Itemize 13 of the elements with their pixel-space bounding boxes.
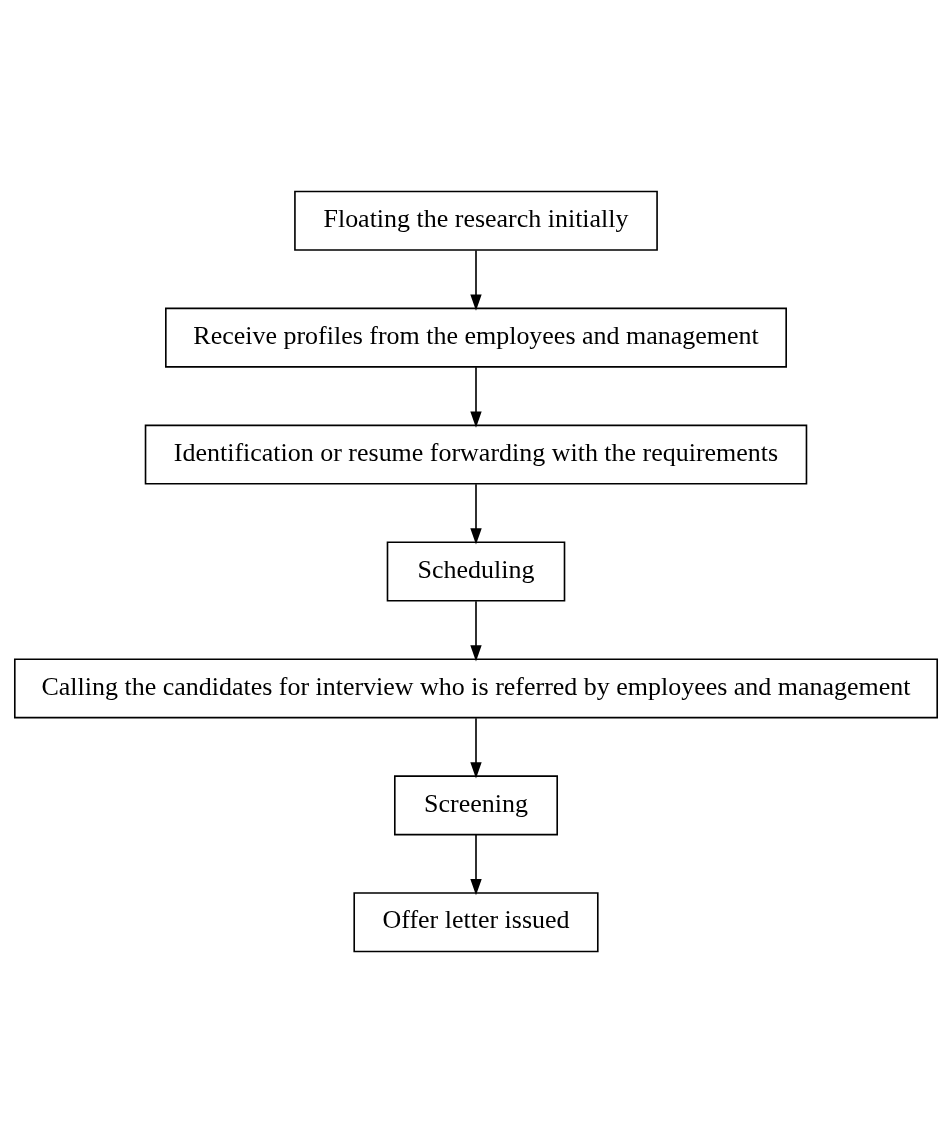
node-box: Calling the candidates for interview who is referred by employees and management (14, 657, 938, 718)
node-box: Floating the research initially (294, 190, 658, 251)
arrow (470, 716, 482, 778)
arrow (470, 249, 482, 311)
arrow (470, 833, 482, 895)
node-box: Identification or resume forwarding with the requirements (144, 424, 808, 485)
arrow (470, 483, 482, 545)
node-box: Scheduling (386, 540, 566, 602)
node-box: Screening (394, 774, 558, 835)
arrow (470, 599, 482, 661)
node-box: Offer letter issued (353, 891, 599, 952)
node-box: Receive profiles from the employees and management (165, 307, 787, 368)
arrow (470, 366, 482, 428)
